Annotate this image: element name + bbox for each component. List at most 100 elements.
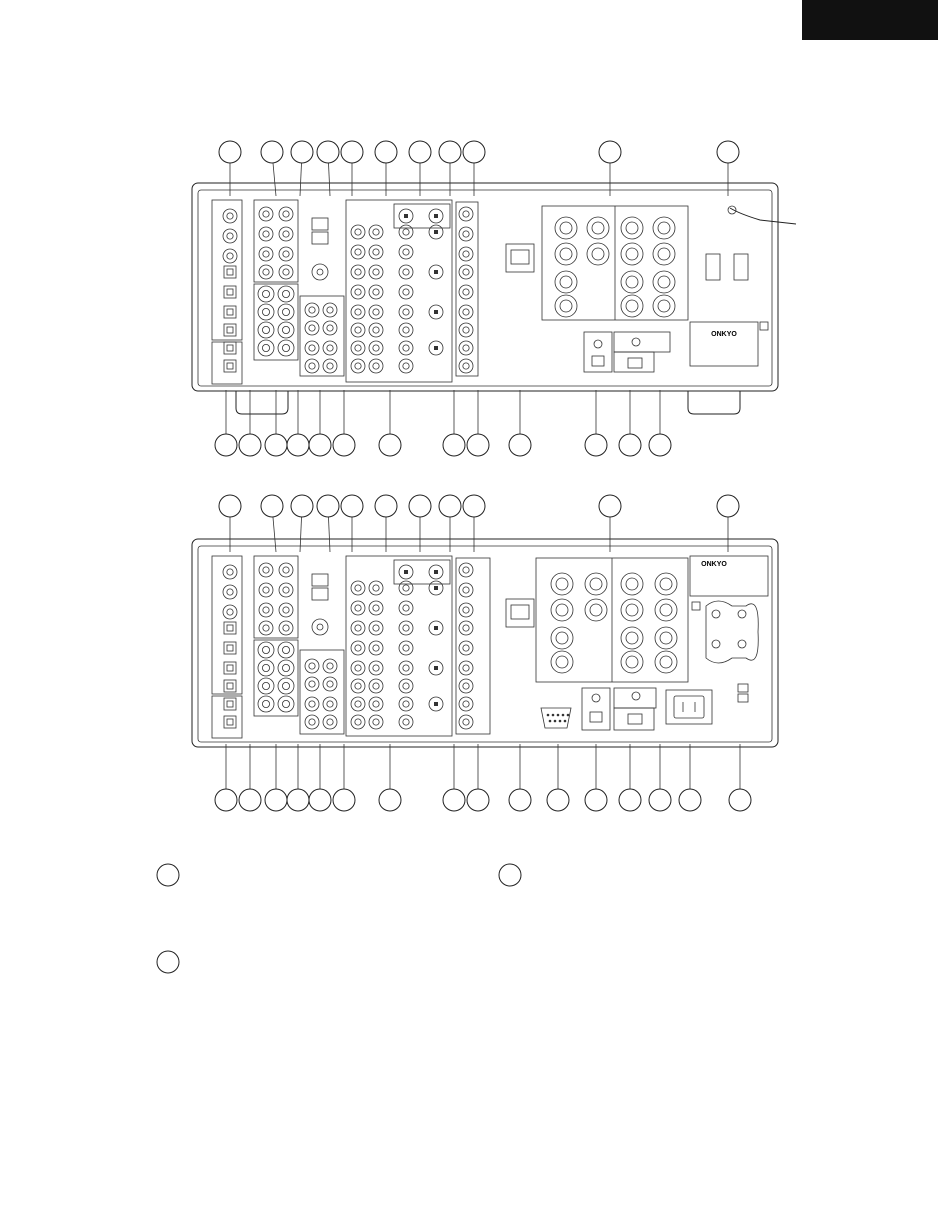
rca-jack-center <box>226 608 234 616</box>
s-video-jack <box>428 224 444 240</box>
rca-jack-center <box>354 228 362 236</box>
optical-jack <box>223 359 237 373</box>
speaker-terminal-inner <box>657 221 671 235</box>
rca-jack-center <box>326 662 334 670</box>
rca-jack <box>368 358 384 374</box>
speaker-terminal <box>554 294 578 318</box>
speaker-terminal-inner <box>625 221 639 235</box>
rca-jack-center <box>261 343 270 352</box>
rca-jack <box>368 660 384 676</box>
rca-jack <box>322 340 338 356</box>
s-video-pin <box>434 270 438 274</box>
optical-jack-inner <box>226 344 234 352</box>
rca-jack-center <box>282 586 290 594</box>
speaker-terminal <box>554 216 578 240</box>
rca-jack <box>258 226 274 242</box>
upper-brand-label: ONKYO <box>711 331 737 338</box>
rca-jack <box>350 322 366 338</box>
rca-jack <box>368 640 384 656</box>
s-video-pin <box>434 666 438 670</box>
rca-jack-center <box>462 268 470 276</box>
rca-jack-center <box>354 700 362 708</box>
rs232-pin <box>563 719 567 723</box>
rca-jack-center <box>354 664 362 672</box>
speaker-terminal <box>654 626 678 650</box>
speaker-terminal-inner <box>625 299 639 313</box>
rca-jack-center <box>226 588 234 596</box>
speaker-terminal-inner <box>555 603 569 617</box>
rca-jack-center <box>308 718 316 726</box>
speaker-terminal-inner <box>625 655 639 669</box>
callout-circle <box>238 788 262 812</box>
optical-jack-inner <box>226 362 234 370</box>
rca-jack <box>398 340 414 356</box>
s-video-pin <box>434 230 438 234</box>
rca-jack-center <box>462 566 470 574</box>
callout-circle <box>374 494 398 518</box>
rca-jack <box>257 695 275 713</box>
rca-jack <box>458 226 474 242</box>
optical-jack <box>223 323 237 337</box>
rca-jack <box>368 714 384 730</box>
rca-jack <box>278 620 294 636</box>
rca-jack <box>398 580 414 596</box>
s-video-pin <box>434 214 438 218</box>
callout-circle <box>286 433 310 457</box>
rca-jack-center <box>308 680 316 688</box>
rca-jack-center <box>462 210 470 218</box>
optical-jack <box>223 641 237 655</box>
rca-jack-center <box>308 362 316 370</box>
rca-jack <box>368 580 384 596</box>
rca-jack <box>458 660 474 676</box>
callout-circle <box>466 788 490 812</box>
rca-jack <box>258 246 274 262</box>
speaker-terminal-inner <box>657 247 671 261</box>
rca-jack-center <box>261 307 270 316</box>
rca-jack-center <box>354 718 362 726</box>
rca-jack <box>322 320 338 336</box>
speaker-terminal <box>620 216 644 240</box>
rca-jack-center <box>262 586 270 594</box>
speaker-terminal-inner <box>625 631 639 645</box>
speaker-terminal <box>620 242 644 266</box>
rca-jack-center <box>402 700 410 708</box>
callout-circle <box>462 140 486 164</box>
rca-jack-center <box>354 288 362 296</box>
rca-jack-center <box>281 307 290 316</box>
rca-jack <box>350 714 366 730</box>
rca-jack-center <box>372 644 380 652</box>
rca-jack <box>368 322 384 338</box>
rca-jack-center <box>281 325 290 334</box>
callout-circle <box>316 494 340 518</box>
rca-jack <box>350 244 366 260</box>
rca-jack <box>322 358 338 374</box>
speaker-terminal <box>620 572 644 596</box>
rca-jack-center <box>308 324 316 332</box>
rca-jack <box>322 676 338 692</box>
callout-circle <box>332 433 356 457</box>
rca-jack <box>368 620 384 636</box>
rca-jack-center <box>226 232 234 240</box>
optical-jack <box>223 285 237 299</box>
rca-jack <box>258 562 274 578</box>
rca-jack-center <box>402 664 410 672</box>
rca-jack-center <box>262 566 270 574</box>
rca-jack <box>398 264 414 280</box>
rca-jack <box>258 602 274 618</box>
rs232-pin <box>558 719 562 723</box>
s-video-pin <box>434 570 438 574</box>
optical-jack-inner <box>226 700 234 708</box>
rca-jack <box>277 285 295 303</box>
callout-circle <box>290 494 314 518</box>
rca-jack-center <box>462 288 470 296</box>
rca-jack-center <box>326 718 334 726</box>
s-video-jack <box>428 580 444 596</box>
lower-bottom-callouts <box>214 744 752 812</box>
callout-circle <box>340 494 364 518</box>
callout-circle <box>214 433 238 457</box>
rca-jack-center <box>282 250 290 258</box>
rca-jack <box>257 303 275 321</box>
rca-jack <box>398 660 414 676</box>
optical-jack-inner <box>226 288 234 296</box>
callout-circle <box>584 433 608 457</box>
